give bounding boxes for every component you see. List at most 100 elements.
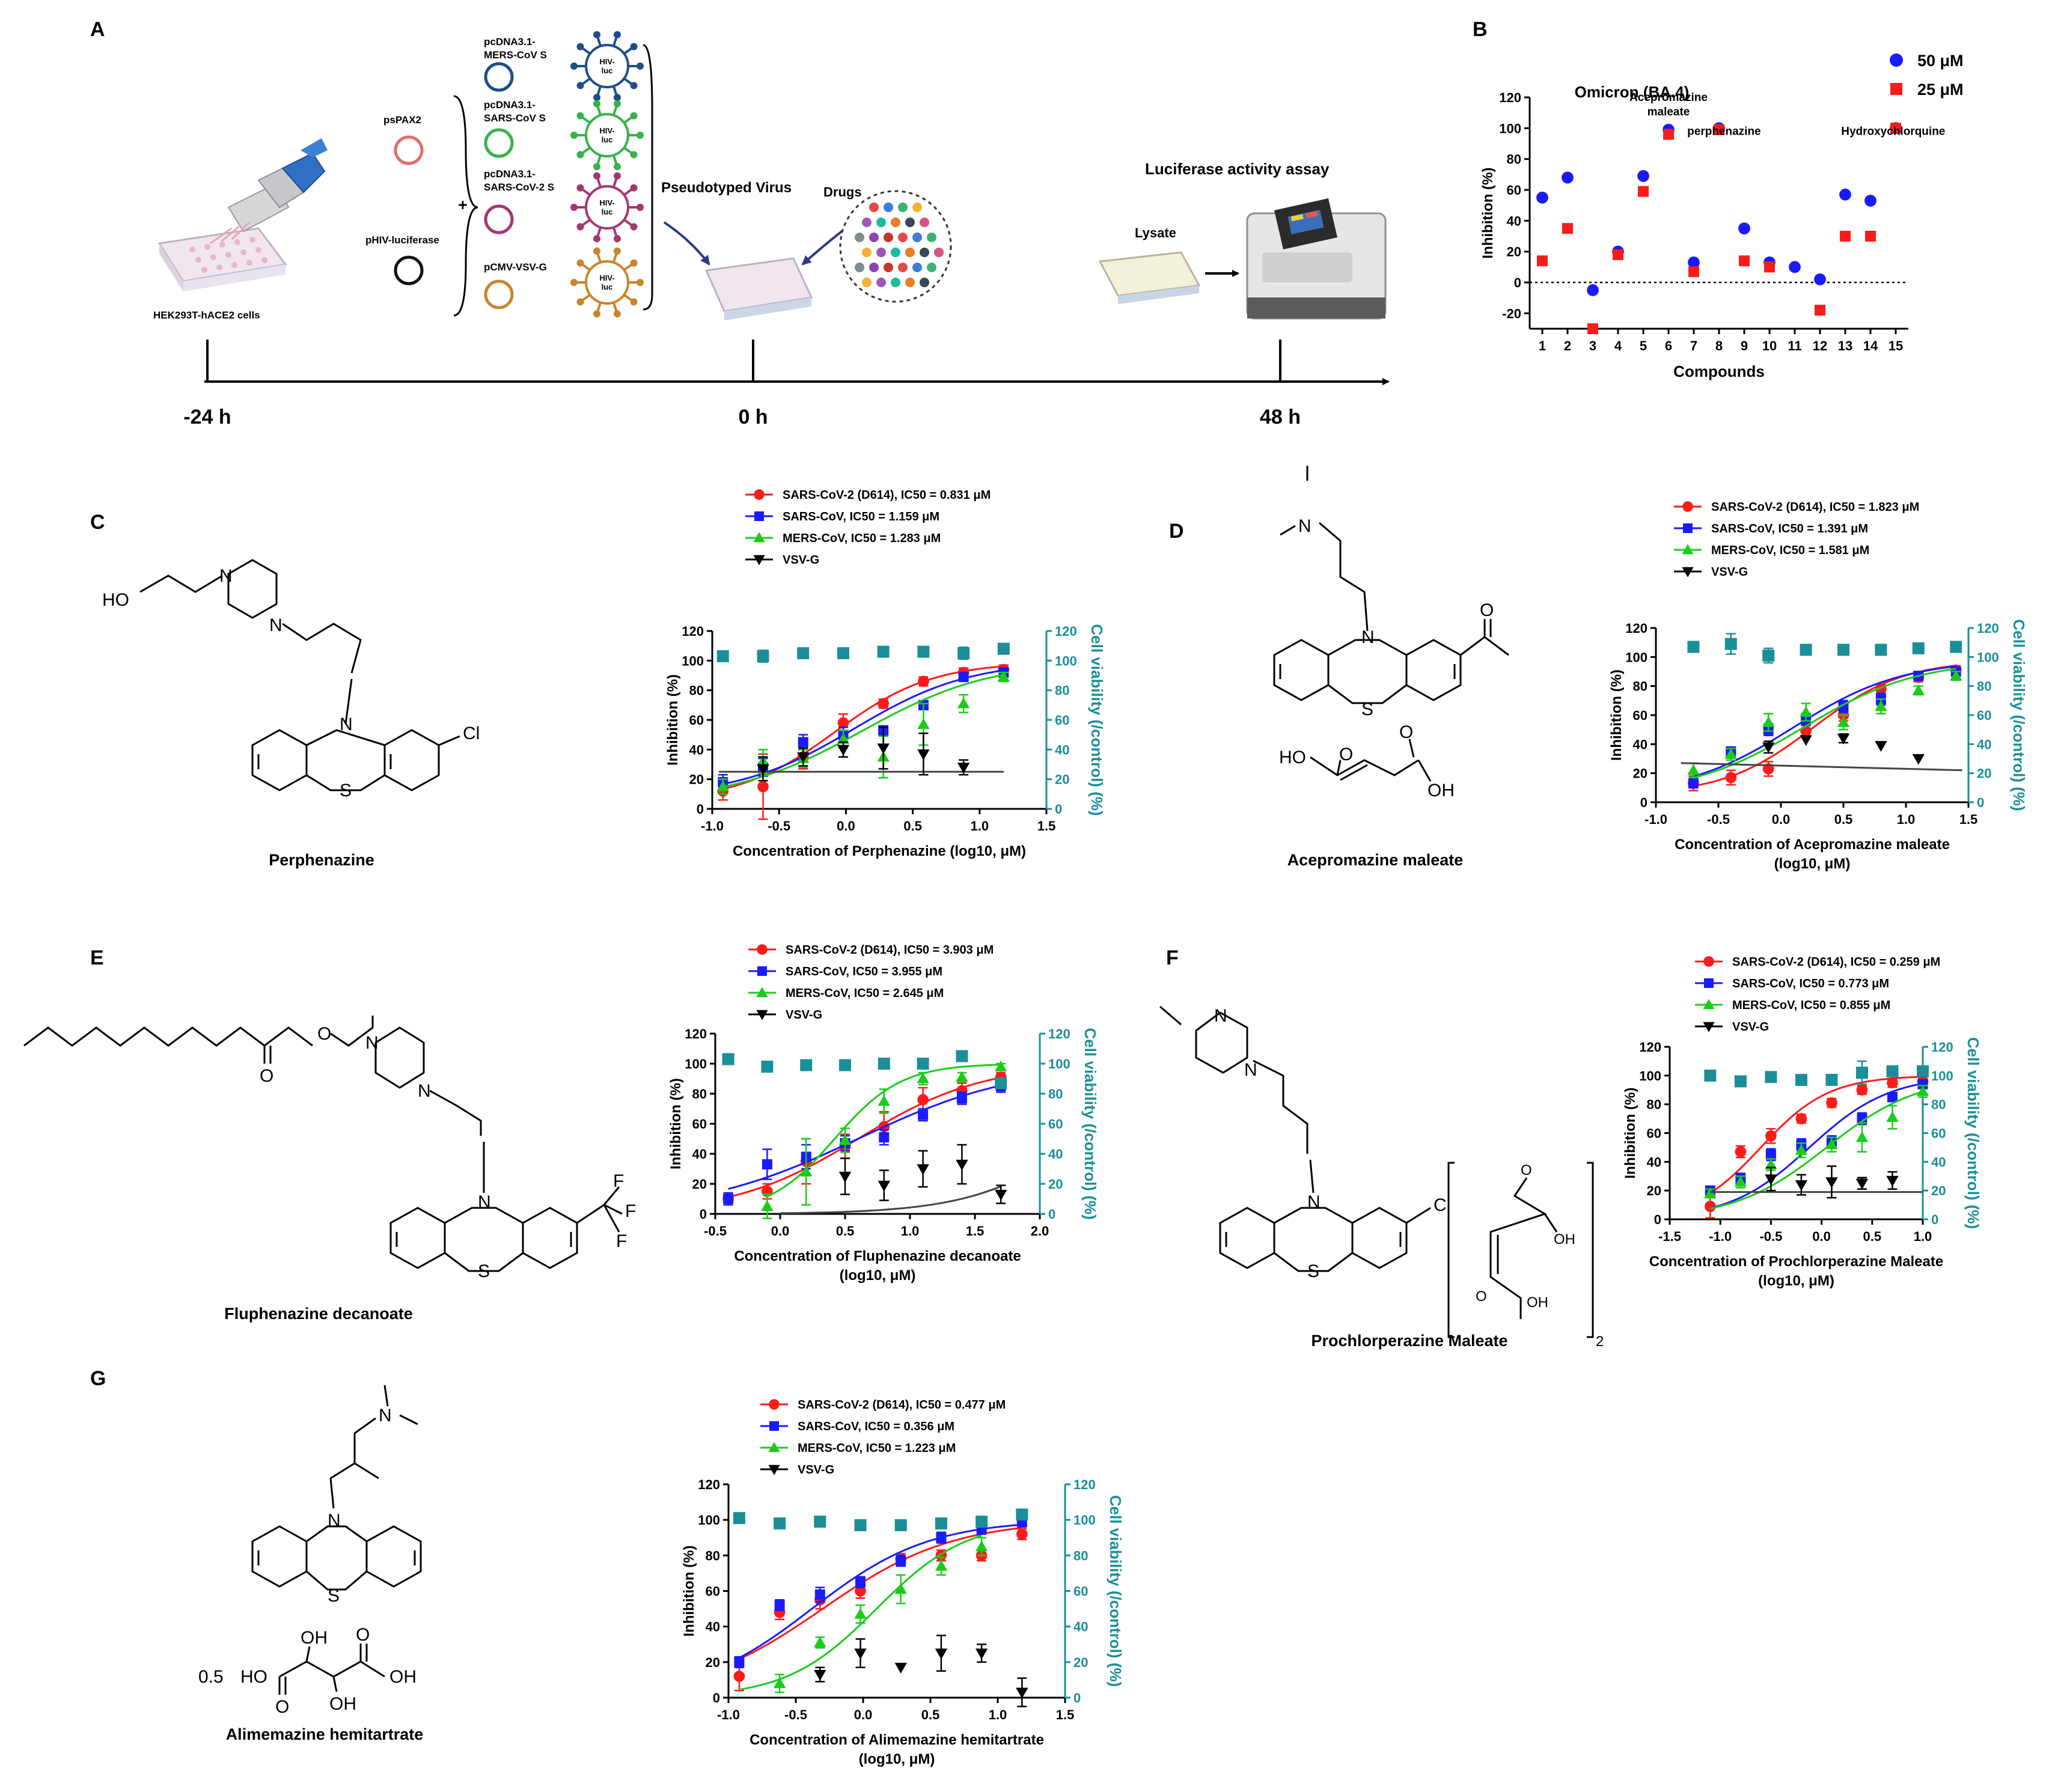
series: [1687, 668, 1962, 779]
legend-entry: SARS-CoV, IC50 = 1.159 μM: [783, 510, 939, 523]
y-tick-label: 80: [689, 683, 704, 698]
panel-g: G N N S 0.5 HO OH OH O O OH: [90, 1367, 423, 1743]
data-point: [917, 1072, 929, 1083]
lysate-label: Lysate: [1135, 225, 1176, 240]
x-tick-label: 14: [1863, 338, 1878, 353]
legend-entry: VSV-G: [1732, 1020, 1769, 1034]
data-point: [917, 645, 930, 658]
y2-tick-label: 80: [1048, 1086, 1063, 1102]
y-tick-label: 20: [706, 1655, 720, 1670]
fit-curve: [1709, 1076, 1923, 1194]
x-axis-title: Concentration of Prochlorperazine Maleat…: [1649, 1254, 1943, 1289]
prochlorperazine-s: S: [1307, 1261, 1319, 1281]
data-point: [1855, 1178, 1869, 1190]
fit-curve: [780, 1185, 1001, 1214]
data-point: [894, 1519, 907, 1532]
y2-tick-label: 20: [1073, 1655, 1088, 1670]
lysate-plate-illustration: [1098, 251, 1201, 304]
data-point: [894, 1583, 907, 1594]
series-cell-viability: [733, 1508, 1028, 1532]
data-point: [1800, 735, 1812, 746]
data-point: [1825, 1074, 1838, 1086]
legend-entry: SARS-CoV-2 (D614), IC50 = 0.259 μM: [1732, 955, 1940, 969]
data-point: [1762, 716, 1775, 727]
data-point: [894, 1663, 907, 1674]
y2-tick-label: 20: [1055, 772, 1069, 787]
data-point: [733, 1512, 745, 1525]
x-axis-title: Concentration of Acepromazine maleate(lo…: [1675, 837, 1950, 872]
y2-tick-label: 20: [1977, 766, 1991, 781]
data-point: [761, 1061, 774, 1073]
y-tick-label: 100: [685, 1056, 707, 1071]
y-tick-label: 40: [1507, 213, 1521, 228]
panel-c-label: C: [90, 511, 105, 534]
y2-tick-label: 120: [1055, 624, 1077, 639]
y2-tick-label: 40: [1977, 737, 1991, 752]
plasmid-pspax2-label: psPAX2: [383, 114, 421, 126]
data-point: [1687, 641, 1700, 653]
x-tick-label: 1.0: [1914, 1229, 1932, 1244]
x-tick-label: 9: [1741, 338, 1748, 353]
legend-marker: [757, 944, 768, 955]
data-point: [814, 1516, 826, 1528]
data-point: [1912, 754, 1925, 765]
x-tick-label: 1.0: [901, 1224, 920, 1239]
x-tick-label: 8: [1715, 338, 1723, 353]
x-tick-label: 3: [1589, 338, 1596, 353]
legend-marker: [754, 489, 765, 500]
fit-curve: [1710, 1090, 1923, 1210]
x-axis-title: Concentration of Alimemazine hemitartrat…: [750, 1732, 1044, 1767]
legend-marker: [768, 1442, 780, 1452]
panel-d: D N N S O HO O O OH Acepromazine m: [1169, 466, 1509, 869]
virus-brace: [643, 44, 653, 311]
luminometer-illustration: [1246, 198, 1387, 320]
legend-entry: VSV-G: [798, 1463, 834, 1477]
y-tick-label: 80: [706, 1548, 720, 1563]
series: [814, 1635, 1028, 1708]
data-point: [1687, 764, 1700, 775]
x-tick-label: 1.5: [1056, 1707, 1075, 1722]
x-tick-label: 11: [1788, 338, 1801, 353]
data-point: [1887, 1077, 1898, 1089]
data-point: [877, 645, 890, 658]
legend-entry: SARS-CoV-2 (D614), IC50 = 3.903 μM: [786, 943, 994, 957]
data-point: [1857, 1114, 1867, 1124]
data-point: [995, 1189, 1007, 1201]
legend-entry: SARS-CoV, IC50 = 3.955 μM: [786, 965, 942, 978]
y2-tick-label: 60: [1055, 713, 1069, 728]
data-point: [1016, 1508, 1028, 1521]
series: [1688, 664, 1962, 791]
y2-axis-title: Cell viability (/control) (%): [2010, 619, 2028, 811]
panel-d-label: D: [1169, 520, 1184, 543]
data-point: [774, 1600, 785, 1611]
y-tick-label: 60: [706, 1584, 720, 1599]
data-point: [757, 764, 769, 775]
acepromazine-ho: HO: [1279, 748, 1306, 767]
data-point: [917, 1164, 929, 1175]
y-axis-title: Inhibition (%): [668, 1078, 684, 1169]
series: [1536, 122, 1902, 296]
data-point: [878, 1058, 890, 1070]
tartrate-ho: HO: [240, 1667, 267, 1687]
legend-entry: VSV-G: [783, 553, 819, 567]
y-tick-label: 40: [1633, 737, 1647, 752]
plasmid-sars2: [484, 204, 514, 234]
x-axis-title: Concentration of Perphenazine (log10, μM…: [733, 843, 1026, 859]
legend-entry: SARS-CoV-2 (D614), IC50 = 1.823 μM: [1711, 501, 1919, 514]
data-point: [1762, 649, 1775, 662]
legend-entry: SARS-CoV-2 (D614), IC50 = 0.831 μM: [783, 489, 991, 502]
data-point: [1815, 305, 1825, 316]
data-point: [1739, 255, 1750, 267]
data-point: [917, 718, 930, 730]
x-tick-label: -1.0: [701, 818, 724, 834]
data-point: [1764, 261, 1775, 273]
x-tick-label: 2.0: [1031, 1224, 1049, 1239]
y2-tick-label: 60: [1073, 1584, 1088, 1599]
legend-marker: [756, 1010, 768, 1020]
data-point: [814, 1589, 825, 1600]
y-axis-title: Inhibition (%): [1622, 1088, 1638, 1179]
virus-label: HIV-luc: [599, 273, 614, 291]
data-point: [1688, 256, 1700, 269]
